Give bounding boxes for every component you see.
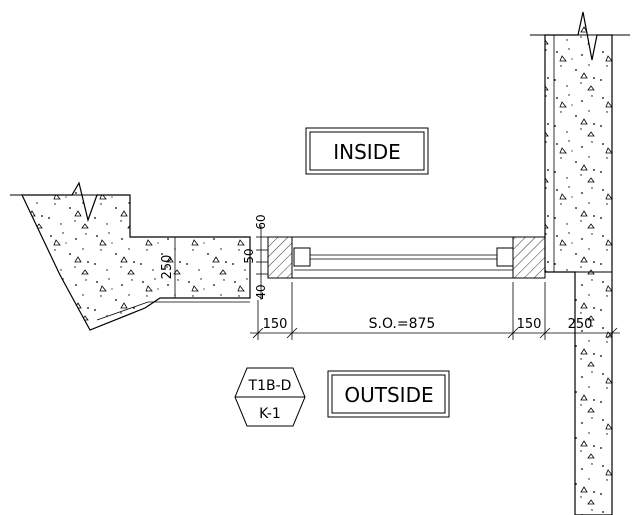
dim-column: 250 bbox=[568, 317, 593, 332]
dim-right-jamb: 150 bbox=[517, 317, 542, 332]
slab-inner-line bbox=[96, 301, 250, 321]
inside-label-inner bbox=[309, 131, 425, 171]
frame-right bbox=[496, 247, 514, 267]
left-slab-section bbox=[21, 181, 251, 331]
dim-left-jamb: 150 bbox=[263, 317, 288, 332]
dim-slab-label: 250 bbox=[160, 255, 175, 280]
inside-label: INSIDE bbox=[333, 140, 401, 164]
dim-horizontal-chain bbox=[250, 282, 620, 340]
right-jamb bbox=[512, 236, 546, 279]
dim-sill-40: 40 bbox=[254, 284, 268, 299]
door-tag-top: T1B-D bbox=[248, 378, 292, 394]
outside-label: OUTSIDE bbox=[344, 383, 433, 407]
frame-left bbox=[293, 247, 311, 267]
right-column-section bbox=[544, 11, 613, 515]
dim-sill-50: 50 bbox=[242, 248, 256, 263]
dim-sill-60: 60 bbox=[254, 214, 268, 229]
left-jamb bbox=[267, 236, 293, 279]
door-tag-bottom: K-1 bbox=[259, 406, 281, 422]
outside-label-outer bbox=[327, 370, 450, 418]
inside-label-outer bbox=[305, 127, 429, 175]
dim-opening: S.O.=875 bbox=[369, 316, 436, 332]
outside-label-inner bbox=[331, 374, 446, 414]
